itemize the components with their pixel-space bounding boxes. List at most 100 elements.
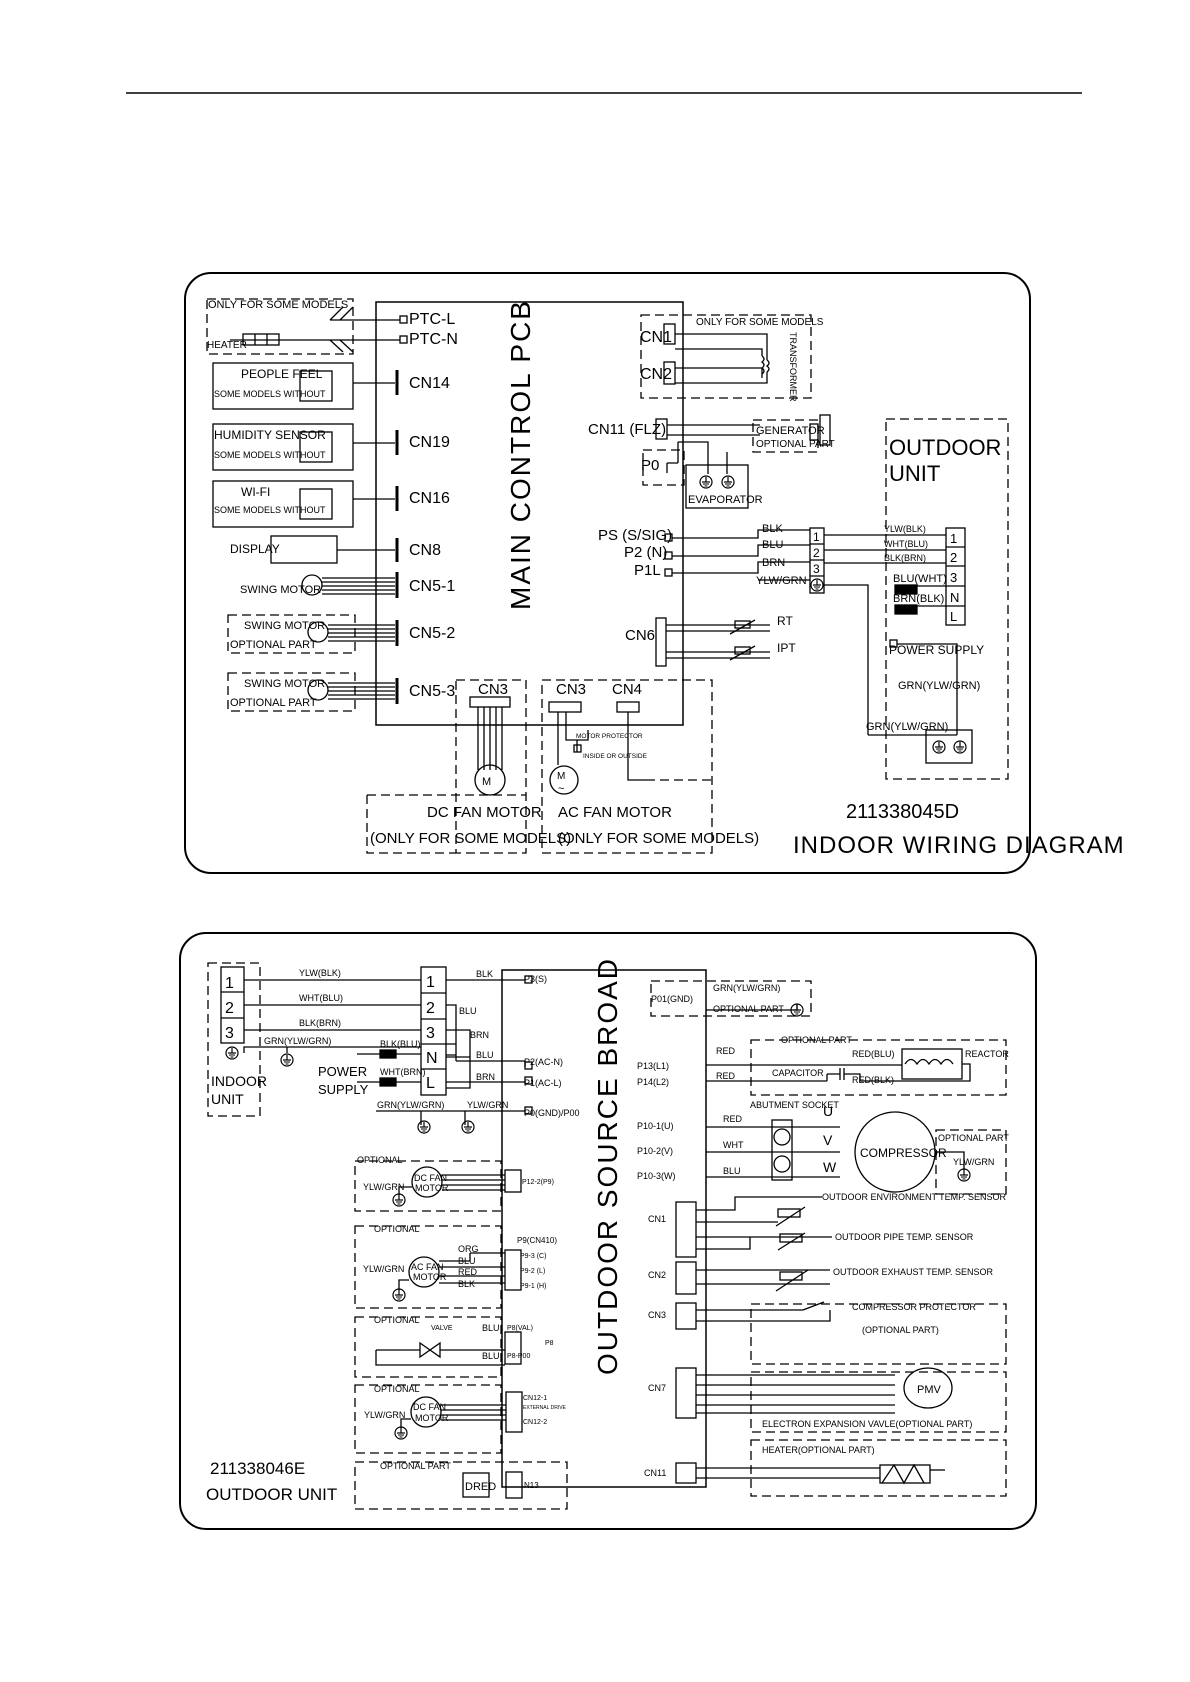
p10-2-label: P10-2(V) [637,1146,673,1156]
valve-label: VALVE [431,1325,453,1332]
wire-blu: BLU [762,539,783,551]
opt-5: OPTIONAL PART [380,1461,451,1471]
cn12-1: CN12-1 [523,1395,547,1402]
grn-label-1: GRN(YLW/GRN) [898,680,980,692]
rt-label: RT [777,614,793,628]
p01-note: OPTIONAL PART [713,1004,784,1014]
wht-brn-label: WHT(BRN) [380,1067,426,1077]
power-supply-label-1: POWER [318,1064,367,1079]
people-feel-label: PEOPLE FEEL [241,367,323,381]
out-term-2: 2 [950,550,957,565]
out-term-3: 3 [950,570,957,585]
blu-wht-label: BLU(WHT) [893,573,947,585]
ac-motor-m: M [557,771,565,782]
comp-note: OPTIONAL PART [938,1133,1009,1143]
cn2-label: CN2 [648,1270,666,1280]
humidity-label: HUMIDITY SENSOR [214,428,326,442]
wire-blk-brn: BLK(BRN) [299,1018,341,1028]
outdoor-source-board [501,969,707,1488]
swing-motor-1-label: SWING MOTOR [240,584,321,596]
dred-label: DRED [465,1481,496,1493]
cn2-label: CN2 [640,366,672,383]
generator-note: OPTIONAL PART [756,439,835,450]
wht-label: WHT [723,1140,744,1150]
ac-fan-note: (ONLY FOR SOME MODELS) [558,830,759,847]
dc-fan-1b: MOTOR [415,1183,449,1193]
swing-motor-3-label: SWING MOTOR [244,678,325,690]
swing-motor-3-note: OPTIONAL PART [230,697,317,709]
reactor-note: OPTIONAL PART [781,1035,852,1045]
cn1-label: CN1 [640,329,672,346]
wifi-label: WI-FI [241,485,270,499]
out-term-n: N [950,590,959,605]
cn8-label: CN8 [409,542,441,559]
outdoor-unit-label-1: OUTDOOR [889,435,1001,460]
grn-label-2: GRN(YLW/GRN) [866,721,948,733]
ac-motor-tilde: ~ [558,783,564,795]
humidity-note: SOME MODELS WITHOUT [214,450,326,460]
blu-label: BLU [459,1006,477,1016]
cn1-label: CN1 [648,1214,666,1224]
p8-pin-1: P8(VAL) [507,1325,533,1332]
term-3: 3 [426,1025,435,1042]
eev-label: ELECTRON EXPANSION VAVLE(OPTIONAL PART) [762,1419,972,1429]
red-1: RED [716,1046,736,1056]
cn3-label: CN3 [648,1310,666,1320]
dc-fan-2b: MOTOR [415,1413,449,1423]
wire-grn-ylw: GRN(YLW/GRN) [264,1036,331,1046]
pin-p9: P12-2(P9) [522,1179,554,1186]
indoor-term-3: 3 [225,1025,234,1042]
opt-2: OPTIONAL [374,1224,420,1234]
people-feel-note: SOME MODELS WITHOUT [214,389,326,399]
outdoor-labels: OUTDOOR SOURCE BROAD 1 2 3 INDOOR UNIT Y… [206,957,1009,1504]
grn-ylw-label: GRN(YLW/GRN) [377,1100,444,1110]
reactor-label: REACTOR [965,1049,1009,1059]
indoor-pcb-title: MAIN CONTROL PCB [505,299,536,610]
cn16-label: CN16 [409,490,450,507]
power-supply-label: POWER SUPPLY [889,643,984,657]
p14-label: P14(L2) [637,1077,669,1087]
heater-note: ONLY FOR SOME MODELS [208,299,348,311]
blu3-label: BLU [723,1166,741,1176]
wifi-note: SOME MODELS WITHOUT [214,505,326,515]
pmv-label: PMV [917,1384,942,1396]
term-n: N [426,1050,438,1067]
heater-label: HEATER(OPTIONAL PART) [762,1445,875,1455]
ac-fanb: MOTOR [413,1272,447,1282]
term-3: 3 [813,562,820,576]
term-l: L [426,1075,435,1092]
evaporator-label: EVAPORATOR [688,494,763,506]
p01-label: P01(GND) [651,994,693,1004]
ac-pin-l: P9-2 (L) [520,1268,545,1275]
p3-label: P3(S) [524,974,547,984]
compressor-label: COMPRESSOR [860,1146,947,1160]
p1-label: P1L [634,562,661,579]
term-1: 1 [813,530,820,544]
comp-protector-label: COMPRESSOR PROTECTOR [852,1302,976,1312]
ac-pin-c: P9-3 (C) [520,1253,546,1260]
p10-1-label: P10-1(U) [637,1121,674,1131]
p13-label: P13(L1) [637,1061,669,1071]
brn2-label: BRN [476,1072,495,1082]
v-label: V [823,1132,833,1148]
abutment-label: ABUTMENT SOCKET [750,1100,839,1110]
heater-box [206,298,354,355]
p8-label: P8 [545,1340,554,1347]
cn12-ext: EXTERNAL DRIVE [523,1405,567,1411]
indoor-unit-label-1: INDOOR [211,1073,267,1089]
wire-blk: BLK [762,523,783,535]
ac-wire-blu: BLU [458,1256,476,1266]
heater-label: HEATER [207,340,247,351]
ylw-grn-1: YLW/GRN [363,1182,404,1192]
transformer-note: ONLY FOR SOME MODELS [696,317,824,328]
env-sensor-label: OUTDOOR ENVIRONMENT TEMP. SENSOR [822,1192,1007,1202]
wire-brn: BRN [762,557,785,569]
display-label: DISPLAY [230,542,280,556]
cn11-label: CN11 [644,1468,666,1478]
out-wire-2: WHT(BLU) [884,539,928,549]
inside-outside-label: INSIDE OR OUTSIDE [583,753,648,760]
dc-fan-note: (ONLY FOR SOME MODELS) [370,830,571,847]
indoor-labels: ONLY FOR SOME MODELS HEATER PTC-L PTC-N … [207,299,1124,859]
